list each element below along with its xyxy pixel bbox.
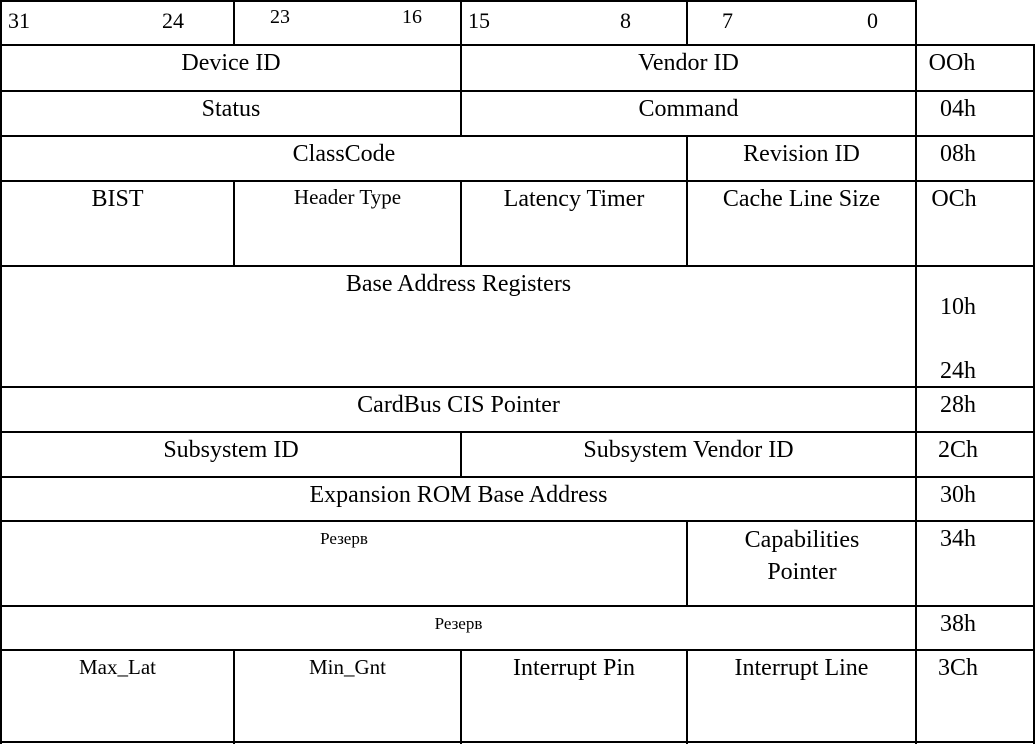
grid-line <box>686 0 688 44</box>
offset-28h: 28h <box>940 392 976 418</box>
grid-line <box>0 476 1035 478</box>
command-field: Command <box>638 96 739 122</box>
grid-line <box>233 0 235 44</box>
offset-38h: 38h <box>940 611 976 637</box>
grid-line <box>0 135 1035 137</box>
grid-line <box>0 649 1035 651</box>
grid-line <box>460 0 462 135</box>
grid-line <box>233 180 235 265</box>
bit-7-label: 7 <box>722 8 733 33</box>
header-type-field: Header Type <box>293 185 402 209</box>
subsystem-id-field: Subsystem ID <box>163 437 299 463</box>
subsystem-vendor-id-field: Subsystem Vendor ID <box>583 437 794 463</box>
offset-3ch: 3Ch <box>937 655 978 681</box>
grid-line <box>0 0 2 744</box>
offset-24h: 24h <box>940 358 976 384</box>
interrupt-line-field: Interrupt Line <box>734 655 869 681</box>
offset-04h: 04h <box>940 96 976 122</box>
grid-line <box>0 605 1035 607</box>
reserved-field-2: Резерв <box>434 614 483 633</box>
grid-line <box>0 90 1035 92</box>
grid-line <box>0 386 1035 388</box>
bit-8-label: 8 <box>620 8 631 33</box>
grid-line <box>686 649 688 744</box>
grid-line <box>0 265 1035 267</box>
bit-15-label: 15 <box>468 8 490 33</box>
grid-line <box>0 180 1035 182</box>
offset-30h: 30h <box>940 482 976 508</box>
grid-line <box>0 431 1035 433</box>
grid-line <box>460 431 462 476</box>
bit-0-label: 0 <box>867 8 878 33</box>
status-field: Status <box>201 96 261 122</box>
offset-0ch: OCh <box>931 186 977 212</box>
class-code-field: ClassCode <box>292 141 396 167</box>
bit-23-label: 23 <box>270 6 290 28</box>
latency-timer-field: Latency Timer <box>503 186 645 212</box>
grid-line <box>233 649 235 744</box>
grid-line <box>460 180 462 265</box>
grid-line <box>1033 44 1035 744</box>
cache-line-size-field: Cache Line Size <box>722 186 881 212</box>
expansion-rom-base-address-field: Expansion ROM Base Address <box>309 482 608 508</box>
device-id-field: Device ID <box>181 50 281 76</box>
grid-line <box>686 520 688 605</box>
interrupt-pin-field: Interrupt Pin <box>513 655 635 681</box>
grid-line <box>686 135 688 265</box>
offset-2ch: 2Ch <box>937 437 978 463</box>
cardbus-cis-pointer-field: CardBus CIS Pointer <box>357 392 560 418</box>
base-address-registers-field: Base Address Registers <box>345 271 572 297</box>
offset-00h: OOh <box>928 50 976 76</box>
grid-line <box>460 649 462 744</box>
grid-line <box>0 741 1035 743</box>
offset-08h: 08h <box>940 141 976 167</box>
grid-line <box>0 520 1035 522</box>
grid-line <box>915 0 917 744</box>
vendor-id-field: Vendor ID <box>638 50 739 76</box>
max-lat-field: Max_Lat <box>79 655 156 679</box>
bit-24-label: 24 <box>162 8 184 33</box>
grid-line <box>0 0 916 2</box>
capabilities-pointer-field: Capabilities Pointer <box>744 527 860 585</box>
reserved-field: Резерв <box>320 529 368 548</box>
offset-10h: 10h <box>940 294 976 320</box>
offset-34h: 34h <box>940 526 976 552</box>
grid-line <box>0 44 1035 46</box>
revision-id-field: Revision ID <box>743 141 860 167</box>
bist-field: BIST <box>91 186 144 212</box>
bit-31-label: 31 <box>8 8 30 33</box>
bit-16-label: 16 <box>402 6 422 28</box>
min-gnt-field: Min_Gnt <box>308 655 386 679</box>
